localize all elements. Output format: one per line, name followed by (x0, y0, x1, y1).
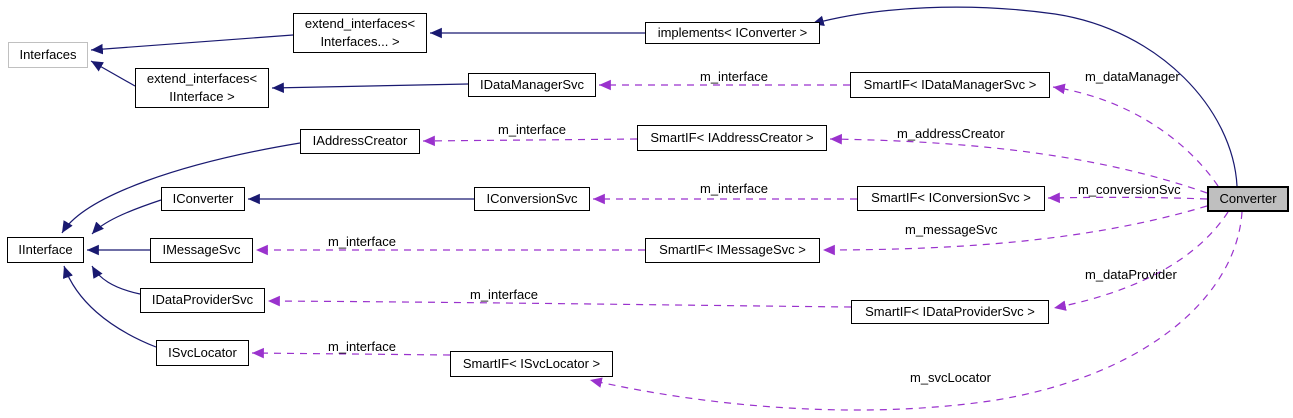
edge-label-m-addressCreator: m_addressCreator (897, 126, 1005, 141)
node-extend-interfaces-iinterface[interactable]: extend_interfaces< IInterface > (135, 68, 269, 108)
edge-label-m-messageSvc: m_messageSvc (905, 222, 998, 237)
edge-converter-to-smartifaddresscreator (829, 133, 1208, 194)
node-smartif-iconversionsvc[interactable]: SmartIF< IConversionSvc > (857, 186, 1045, 211)
node-idataprovidersvc[interactable]: IDataProviderSvc (140, 288, 265, 313)
edge-converter-to-smartifmessagesvc (822, 205, 1208, 256)
edge-label-m-interface-datamanager: m_interface (700, 69, 768, 84)
edge-label-m-dataManager: m_dataManager (1085, 69, 1180, 84)
edge-iaddresscreator-to-iinterface (61, 142, 301, 234)
node-idatamanagersvc[interactable]: IDataManagerSvc (468, 73, 596, 97)
edge-extendinterfaces-to-interfaces (90, 34, 294, 55)
edge-isvclocator-to-iinterface (62, 265, 157, 348)
node-smartif-imessagesvc[interactable]: SmartIF< IMessageSvc > (645, 238, 820, 263)
edge-label-m-interface-addresscreator: m_interface (498, 122, 566, 137)
node-iinterface[interactable]: IInterface (7, 237, 84, 263)
edge-converter-to-smartifdatamanager (1052, 83, 1219, 187)
node-converter: Converter (1207, 186, 1289, 212)
edge-label-m-interface-dataprovider: m_interface (470, 287, 538, 302)
edge-converter-to-smartifsvclocator (589, 211, 1243, 411)
node-iconversionsvc[interactable]: IConversionSvc (474, 187, 590, 211)
edge-iconverter-to-iinterface (91, 199, 162, 235)
node-interfaces[interactable]: Interfaces (8, 42, 88, 68)
edge-label-m-dataProvider: m_dataProvider (1085, 267, 1177, 282)
edge-extendiinterface-to-interfaces (90, 60, 136, 87)
edge-idatamanagersvc-to-extendiinterface (271, 82, 469, 94)
node-iconverter[interactable]: IConverter (161, 187, 245, 211)
edge-label-m-svcLocator: m_svcLocator (910, 370, 991, 385)
edge-smartifdataprovider-to-idataprovidersvc (267, 295, 852, 308)
node-smartif-isvclocator[interactable]: SmartIF< ISvcLocator > (450, 351, 613, 377)
edge-label-m-interface-conversionsvc: m_interface (700, 181, 768, 196)
edge-idataprovidersvc-to-iinterface (91, 265, 141, 295)
node-imessagesvc[interactable]: IMessageSvc (150, 238, 253, 263)
edge-converter-to-implements (811, 6, 1238, 187)
edge-converter-to-smartifdataprovider (1053, 211, 1229, 311)
node-extend-interfaces-interfaces[interactable]: extend_interfaces< Interfaces... > (293, 13, 427, 53)
node-isvclocator[interactable]: ISvcLocator (156, 340, 249, 366)
edge-smartifaddresscreator-to-iaddresscreator (422, 135, 638, 147)
node-implements-iconverter[interactable]: implements< IConverter > (645, 22, 820, 44)
node-smartif-idataprovidersvc[interactable]: SmartIF< IDataProviderSvc > (851, 300, 1049, 324)
edge-converter-to-smartifconversionsvc (1047, 192, 1208, 204)
node-iaddresscreator[interactable]: IAddressCreator (300, 129, 420, 154)
edge-label-m-interface-svclocator: m_interface (328, 339, 396, 354)
edge-label-m-conversionSvc: m_conversionSvc (1078, 182, 1181, 197)
node-smartif-idatamanagersvc[interactable]: SmartIF< IDataManagerSvc > (850, 72, 1050, 98)
node-smartif-iaddresscreator[interactable]: SmartIF< IAddressCreator > (637, 125, 827, 151)
edge-label-m-interface-messagesvc: m_interface (328, 234, 396, 249)
